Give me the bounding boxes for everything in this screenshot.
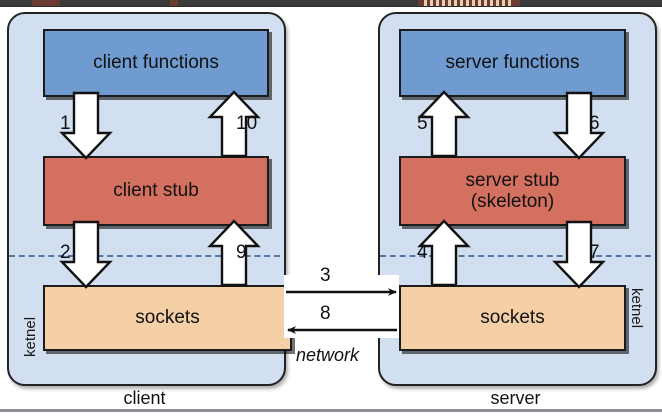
- step-number-7: 7: [589, 242, 600, 263]
- network-label: network: [296, 345, 360, 365]
- step-number-10: 10: [236, 113, 258, 134]
- server-stub-line1: server stub: [465, 169, 560, 191]
- step-number-6: 6: [589, 113, 600, 134]
- client-kernel-label: ketnel: [22, 316, 39, 357]
- server-caption: server: [490, 388, 541, 408]
- box-client-functions[interactable]: client functions: [43, 29, 269, 97]
- step-number-4: 4: [417, 242, 428, 263]
- client-caption: client: [123, 388, 166, 408]
- server-kernel-divider: [380, 255, 651, 257]
- step-number-1: 1: [60, 113, 71, 134]
- box-client-sockets[interactable]: sockets: [43, 285, 292, 351]
- box-client-stub[interactable]: client stub: [43, 156, 269, 226]
- box-server-sockets[interactable]: sockets: [399, 285, 626, 351]
- step-number-8: 8: [320, 303, 331, 324]
- top-chrome-strip: [0, 0, 662, 7]
- server-stub-line2: (skeleton): [470, 191, 555, 212]
- step-number-2: 2: [60, 242, 71, 263]
- bottom-divider-rule: [0, 409, 662, 412]
- step-number-9: 9: [236, 242, 247, 263]
- client-kernel-divider: [9, 255, 280, 257]
- step-number-3: 3: [320, 265, 331, 286]
- box-server-stub[interactable]: server stub (skeleton): [399, 156, 626, 226]
- step-number-5: 5: [417, 113, 428, 134]
- box-server-functions[interactable]: server functions: [399, 29, 626, 97]
- server-kernel-label: ketnel: [628, 288, 645, 329]
